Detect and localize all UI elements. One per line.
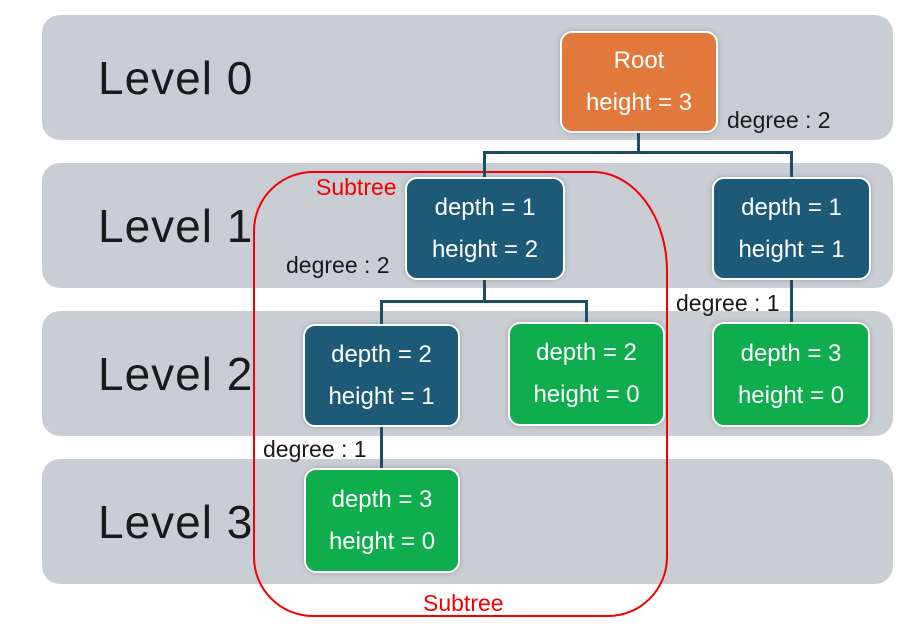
degree-label-root: degree : 2 — [727, 107, 831, 133]
node-title: Root — [613, 47, 665, 74]
tree-node-l2-left: depth = 2 height = 1 — [303, 324, 460, 427]
edge-l1-to-l2-mid — [585, 300, 588, 325]
edge-root-children-bar — [483, 151, 793, 154]
node-height-value: height = 0 — [533, 381, 640, 408]
tree-node-root: Root height = 3 — [560, 31, 718, 133]
subtree-label-top: Subtree — [316, 174, 397, 200]
level-label-3: Level 3 — [98, 495, 254, 548]
node-height-value: height = 3 — [585, 89, 693, 116]
tree-node-l2-right: depth = 3 height = 0 — [712, 322, 870, 427]
level-band-3: Level 3 — [42, 459, 893, 584]
node-height-value: height = 1 — [738, 235, 845, 263]
tree-node-l2-mid: depth = 2 height = 0 — [508, 322, 665, 426]
level-label-0: Level 0 — [98, 51, 254, 104]
degree-label-l1-right: degree : 1 — [676, 290, 780, 316]
edge-root-to-l1-left — [483, 151, 486, 178]
node-height-value: height = 2 — [431, 235, 539, 263]
node-depth-value: depth = 3 — [331, 485, 433, 513]
level-label-1: Level 1 — [98, 199, 254, 252]
degree-label-l1-left: degree : 2 — [286, 252, 390, 278]
node-height-value: height = 1 — [328, 382, 435, 410]
level-label-2: Level 2 — [98, 347, 254, 400]
edge-l1-right-to-l2-right — [790, 280, 793, 323]
node-depth-value: depth = 1 — [741, 193, 842, 221]
level-band-0: Level 0 — [42, 15, 893, 140]
degree-label-l2-left: degree : 1 — [263, 436, 367, 462]
edge-l1-children-bar — [380, 300, 588, 303]
node-depth-value: depth = 2 — [536, 339, 637, 366]
subtree-outline — [253, 171, 668, 617]
tree-node-l3: depth = 3 height = 0 — [304, 468, 460, 573]
node-depth-value: depth = 2 — [331, 340, 432, 368]
node-height-value: height = 0 — [328, 527, 436, 555]
edge-l2-left-to-l3 — [380, 427, 383, 469]
node-height-value: height = 0 — [737, 381, 845, 409]
edge-root-to-l1-right — [790, 151, 793, 178]
tree-node-l1-right: depth = 1 height = 1 — [712, 177, 871, 280]
node-depth-value: depth = 1 — [434, 193, 536, 221]
edge-l1-left-stem — [483, 280, 486, 302]
subtree-label-bottom: Subtree — [423, 590, 504, 616]
tree-node-l1-left: depth = 1 height = 2 — [405, 177, 565, 280]
node-depth-value: depth = 3 — [740, 339, 842, 367]
edge-l1-to-l2-left — [380, 300, 383, 325]
edge-root-stem — [637, 133, 640, 153]
